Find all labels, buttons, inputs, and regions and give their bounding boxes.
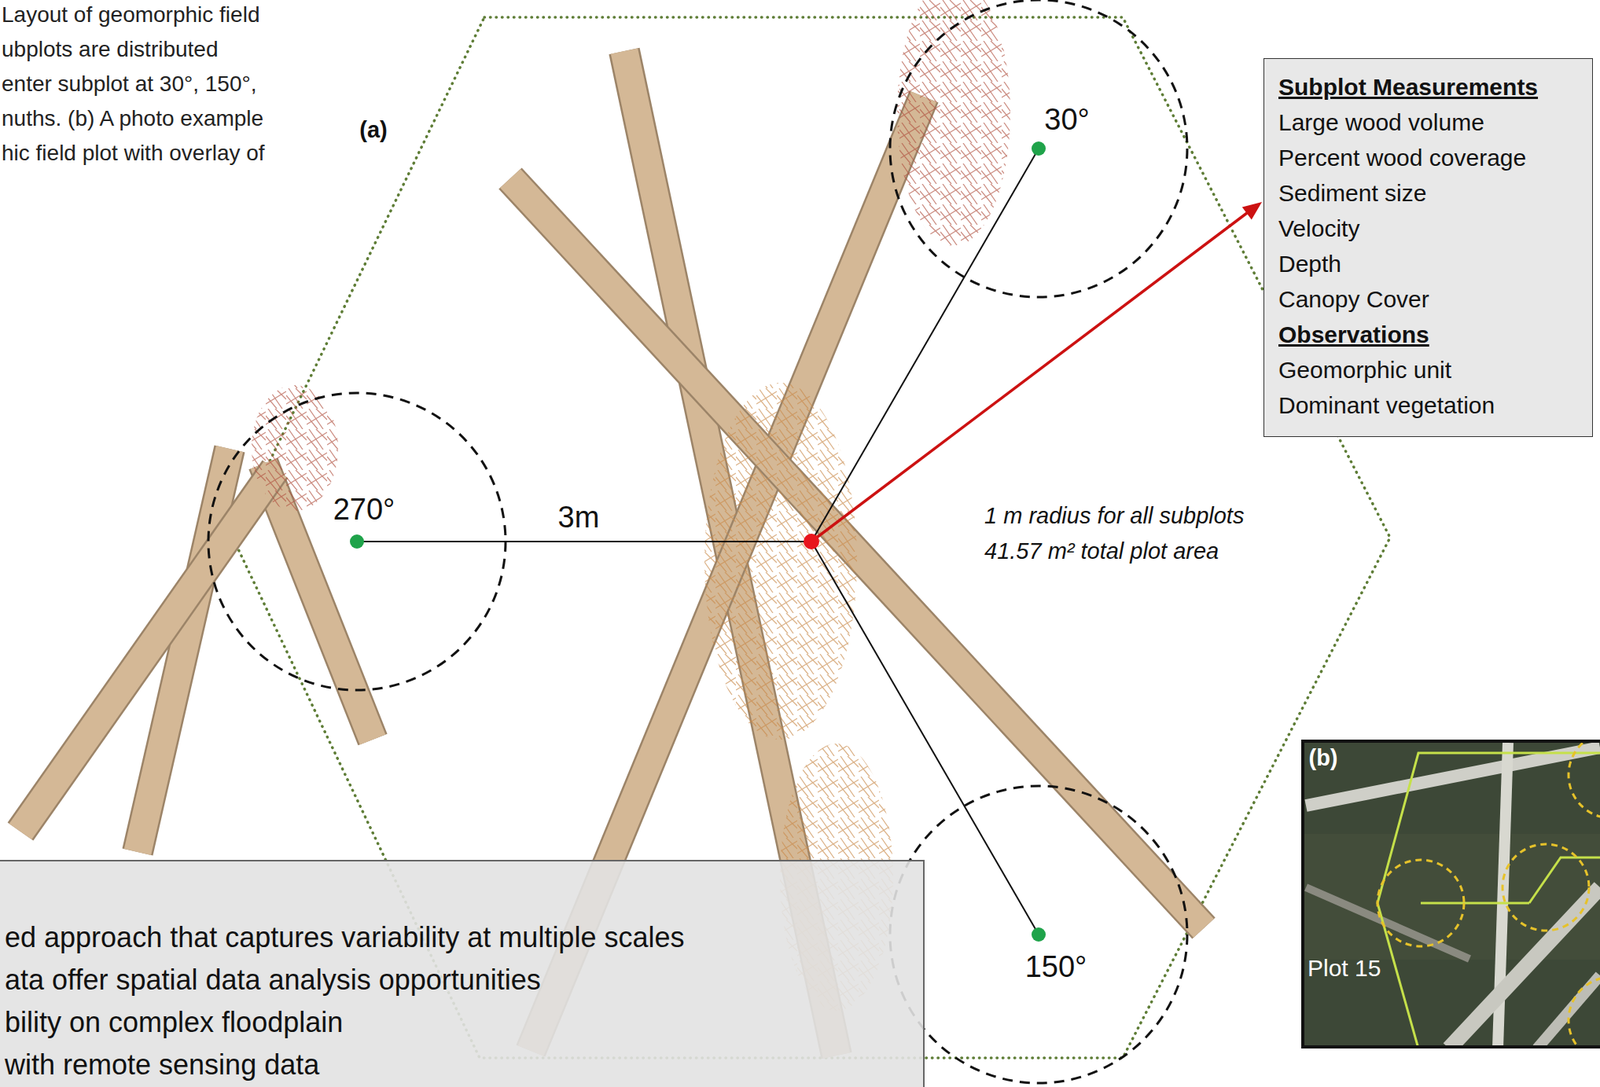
azimuth-label: 150° xyxy=(1025,950,1088,985)
azimuth-lines xyxy=(356,148,1039,935)
dashed-circle-outline xyxy=(206,391,508,692)
list-item: Canopy Cover xyxy=(1278,281,1578,317)
azimuth-label: 270° xyxy=(333,492,396,527)
list-item: Sediment size xyxy=(1278,175,1578,211)
summary-line: bility on complex floodplain xyxy=(4,1001,919,1045)
summary-line: with remote sensing data xyxy=(4,1044,919,1087)
list-item: Large wood volume xyxy=(1278,104,1578,140)
dashed-circle-outline xyxy=(888,784,1189,1086)
dashed-circle-outline xyxy=(888,0,1189,299)
note: 1 m radius for all subplots xyxy=(984,503,1244,530)
subplot-boundary xyxy=(208,393,506,691)
subplot-circle: 270° xyxy=(206,391,508,692)
panel-letter: (a) xyxy=(359,117,387,144)
list-item: Velocity xyxy=(1278,210,1578,247)
measurement-pointer xyxy=(811,202,1262,542)
subplot-boundary xyxy=(890,0,1188,298)
figure-caption: Layout of geomorphic field ubplots are d… xyxy=(1,0,265,171)
plot-photo xyxy=(1301,739,1600,1049)
measurement-list-box: Subplot MeasurementsLarge wood volumePer… xyxy=(1263,58,1593,438)
list-item: Geomorphic unit xyxy=(1278,352,1578,388)
list-item: Depth xyxy=(1278,246,1578,282)
list-heading: Subplot Measurements xyxy=(1278,69,1578,105)
subplot-boundary xyxy=(890,786,1188,1084)
summary-panel: ed approach that captures variability at… xyxy=(0,860,925,1087)
list-item: Percent wood coverage xyxy=(1278,139,1578,176)
summary-line: ed approach that captures variability at… xyxy=(4,916,919,960)
list-item: Dominant vegetation xyxy=(1278,387,1578,423)
dimension-label: 3m xyxy=(558,500,600,535)
summary-line: ata offer spatial data analysis opportun… xyxy=(4,959,919,1002)
list-heading: Observations xyxy=(1278,316,1578,353)
panel-letter: (b) xyxy=(1308,745,1338,772)
subplot-circle: 30° xyxy=(888,0,1189,299)
subplot-circle: 150° xyxy=(888,784,1189,1086)
azimuth-label: 30° xyxy=(1044,102,1089,137)
photo-label: Plot 15 xyxy=(1307,955,1381,983)
note: 41.57 m² total plot area xyxy=(984,538,1219,565)
